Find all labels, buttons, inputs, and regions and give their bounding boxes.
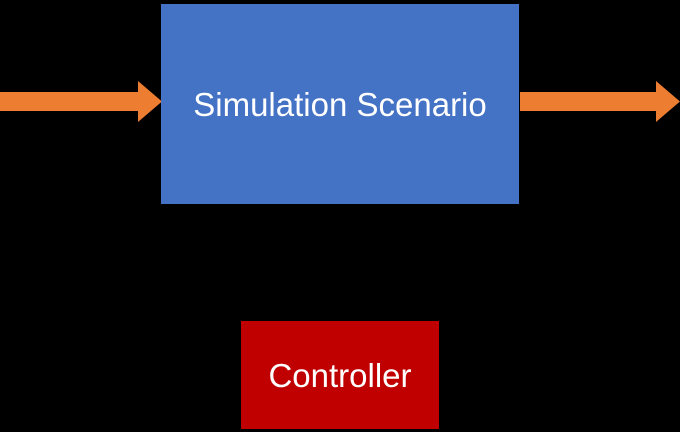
output-arrow-icon — [520, 81, 680, 122]
simulation-scenario-node: Simulation Scenario — [161, 4, 519, 204]
simulation-scenario-label: Simulation Scenario — [193, 85, 487, 123]
controller-label: Controller — [268, 356, 412, 394]
input-arrow-icon — [0, 81, 162, 122]
controller-node: Controller — [241, 321, 439, 429]
